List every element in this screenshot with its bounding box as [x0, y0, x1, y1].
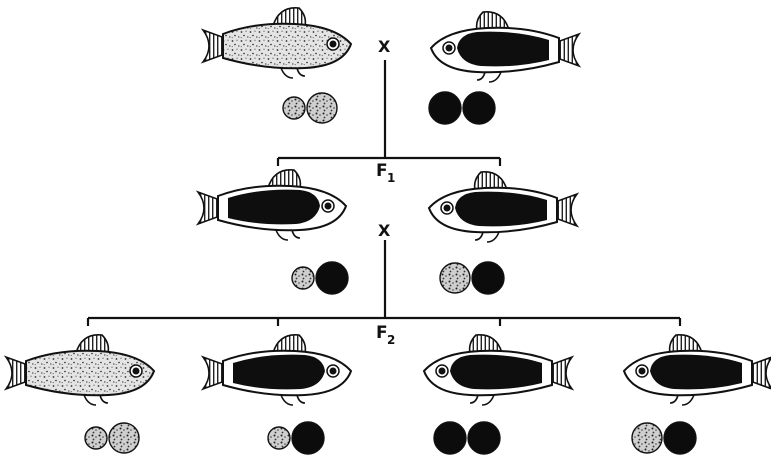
- allele-small-speckled: [292, 267, 314, 289]
- allele-pair-f2-3: [434, 422, 500, 454]
- fish-p-2-black: [431, 12, 579, 82]
- allele-large-speckled: [307, 93, 337, 123]
- fish-f2-4-black: [624, 335, 771, 405]
- allele-black: [434, 422, 466, 454]
- allele-large-speckled: [440, 263, 470, 293]
- allele-pair-f2-1: [85, 423, 139, 453]
- cross-symbol-f1: X: [378, 221, 391, 240]
- f2-label-subscript: 2: [387, 333, 395, 347]
- allele-pair-f1-2: [440, 262, 504, 294]
- allele-layer: [85, 92, 696, 454]
- allele-black: [463, 92, 495, 124]
- fish-f2-1-speckled: [6, 335, 154, 405]
- pedigree-lines: [88, 60, 680, 326]
- allele-black: [472, 262, 504, 294]
- f1-label-subscript: 1: [387, 171, 395, 185]
- fish-f1-1-black: [198, 170, 346, 240]
- fish-f1-2-black: [429, 172, 577, 242]
- allele-small-speckled: [85, 427, 107, 449]
- cross-symbol-p: X: [378, 37, 391, 56]
- allele-large-speckled: [109, 423, 139, 453]
- fish-f2-2-black: [203, 335, 351, 405]
- allele-pair-f1-1: [292, 262, 348, 294]
- allele-black: [429, 92, 461, 124]
- allele-black: [468, 422, 500, 454]
- allele-pair-f2-4: [632, 422, 696, 454]
- allele-small-speckled: [268, 427, 290, 449]
- allele-pair-p-2: [429, 92, 495, 124]
- fish-p-1-speckled: [203, 8, 351, 78]
- allele-small-speckled: [283, 97, 305, 119]
- allele-black: [292, 422, 324, 454]
- allele-large-speckled: [632, 423, 662, 453]
- allele-pair-p-1: [283, 93, 337, 123]
- f1-label: F: [376, 161, 388, 181]
- allele-pair-f2-2: [268, 422, 324, 454]
- fish-f2-3-black: [424, 335, 572, 405]
- f2-label: F: [376, 323, 388, 343]
- allele-black: [664, 422, 696, 454]
- allele-black: [316, 262, 348, 294]
